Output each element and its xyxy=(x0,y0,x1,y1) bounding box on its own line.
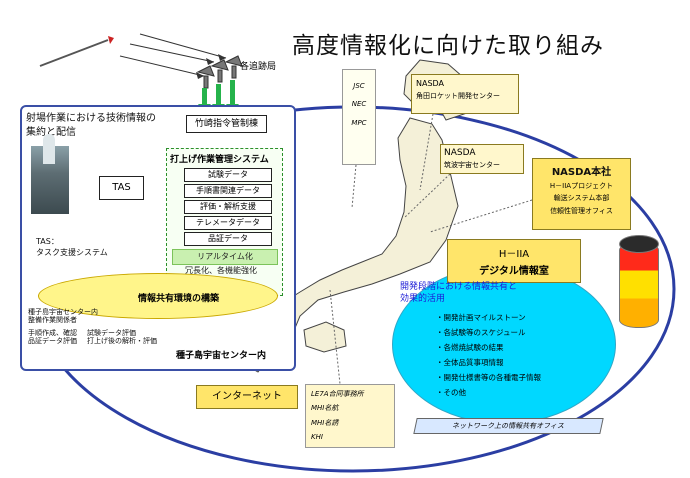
note-line: 打上げ後の解析・評価 xyxy=(87,337,157,346)
link-line xyxy=(351,164,357,209)
tas-caption-detail: タスク支援システム xyxy=(36,248,108,257)
nasda-hq-item: 輸送システム本部 xyxy=(553,194,610,203)
note-line: 品証データ評価 xyxy=(28,337,77,346)
company-item: LE7A合同事務所 xyxy=(311,390,364,398)
stations-label: 各追跡局 xyxy=(240,62,277,72)
company-item: MHI名誘 xyxy=(311,418,339,427)
signal-ray xyxy=(139,33,227,59)
sharing-heading-line2: 効果的活用 xyxy=(400,293,446,304)
link-line xyxy=(403,173,451,219)
mgmt-title: 打上げ作業管理システム xyxy=(170,155,269,165)
sharing-list: ・開発計画マイルストーン ・各試験等のスケジュール ・各燃焼試験の結果 ・全体品… xyxy=(436,310,541,400)
sharing-list-item: ・その他 xyxy=(436,388,466,397)
sharing-list-item: ・各試験等のスケジュール xyxy=(436,328,526,337)
nasda-tsukuba-title: NASDA xyxy=(444,148,476,158)
jsc-item: MPC xyxy=(351,118,367,127)
information-sharing-area xyxy=(392,265,616,424)
rocket-photo xyxy=(31,134,69,214)
link-line xyxy=(419,113,434,191)
takesaki-box: 竹崎指令管制棟 xyxy=(186,115,267,133)
nasda-hq-box: NASDA本社 H－IIAプロジェクト 輸送システム本部 信頼性管理オフィス xyxy=(532,158,631,230)
link-line xyxy=(429,199,533,233)
nasda-tsukuba-sub: 筑波宇宙センター xyxy=(444,160,500,169)
companies-box: LE7A合同事務所 MHI名航 MHI名誘 KHI xyxy=(305,384,395,448)
sharing-environment-label: 情報共有環境の構築 xyxy=(138,294,220,304)
nasda-hq-item: H－IIAプロジェクト xyxy=(549,182,614,190)
signal-ray xyxy=(129,43,215,63)
signal-ray xyxy=(119,55,205,77)
sharing-environment-ellipse xyxy=(38,273,278,319)
database-barrel-icon xyxy=(619,235,659,328)
internet-box: インターネット xyxy=(196,385,298,409)
panel-header-line1: 射場作業における技術情報の xyxy=(26,113,156,124)
jsc-item: JSC xyxy=(353,82,365,90)
digital-info-room-box: H－IIA デジタル情報室 xyxy=(447,239,581,283)
sharing-list-item: ・開発計画マイルストーン xyxy=(436,313,526,322)
sharing-heading-line1: 開発段階における情報共有と xyxy=(400,282,518,292)
nasda-kakuda-title: NASDA xyxy=(416,79,445,88)
redundancy-label: 冗長化、各機能強化 xyxy=(185,266,257,275)
note-line: 種子島宇宙センター内 xyxy=(28,308,98,316)
antenna-icon xyxy=(196,55,243,89)
rocket-icon xyxy=(39,39,109,67)
mgmt-item: 評価・解析支援 xyxy=(184,200,272,214)
sharing-list-item: ・開発仕様書等の各種電子情報 xyxy=(436,373,541,382)
digital-line2: デジタル情報室 xyxy=(479,266,549,277)
nasda-kakuda-box: NASDA 角田ロケット開発センター xyxy=(411,74,519,114)
jsc-box: JSC NEC MPC xyxy=(342,69,376,165)
sharing-list-item: ・各燃焼試験の結果 xyxy=(436,343,504,352)
jsc-item: NEC xyxy=(351,100,367,109)
network-office-label: ネットワーク上の情報共有オフィス xyxy=(413,418,604,434)
sharing-list-item: ・全体品質事項情報 xyxy=(436,358,504,367)
company-item: MHI名航 xyxy=(311,404,339,413)
note-line: 試験データ評価 xyxy=(87,328,136,337)
mgmt-item: 試験データ xyxy=(184,168,272,182)
tas-box: TAS xyxy=(99,176,144,200)
digital-line1: H－IIA xyxy=(498,249,530,260)
mgmt-item: テレメータデータ xyxy=(184,216,272,230)
mgmt-item: 品証データ xyxy=(184,232,272,246)
panel-header: 射場作業における技術情報の 集約と配信 xyxy=(26,112,176,139)
nasda-hq-item: 信頼性管理オフィス xyxy=(550,206,613,215)
left-notes: 種子島宇宙センター内 整備作業関係者 手順作成、確認 試験データ評価 品証データ… xyxy=(28,308,157,346)
sharing-heading: 開発段階における情報共有と 効果的活用 xyxy=(400,282,517,305)
rocket-tip-icon xyxy=(108,36,114,44)
page-title: 高度情報化に向けた取り組み xyxy=(292,33,604,59)
realtime-label: リアルタイム化 xyxy=(172,249,278,265)
center-name: 種子島宇宙センター内 xyxy=(176,351,267,361)
mgmt-item: 手順書関連データ xyxy=(184,184,272,198)
panel-header-line2: 集約と配信 xyxy=(26,126,76,138)
nasda-tsukuba-box: NASDA 筑波宇宙センター xyxy=(440,144,524,174)
nasda-hq-title: NASDA本社 xyxy=(551,167,612,178)
nasda-kakuda-sub: 角田ロケット開発センター xyxy=(416,91,500,100)
company-item: KHI xyxy=(311,433,323,442)
note-line: 整備作業関係者 xyxy=(28,316,77,325)
note-line: 手順作成、確認 xyxy=(28,328,77,337)
tas-caption: TAS： xyxy=(36,237,59,246)
